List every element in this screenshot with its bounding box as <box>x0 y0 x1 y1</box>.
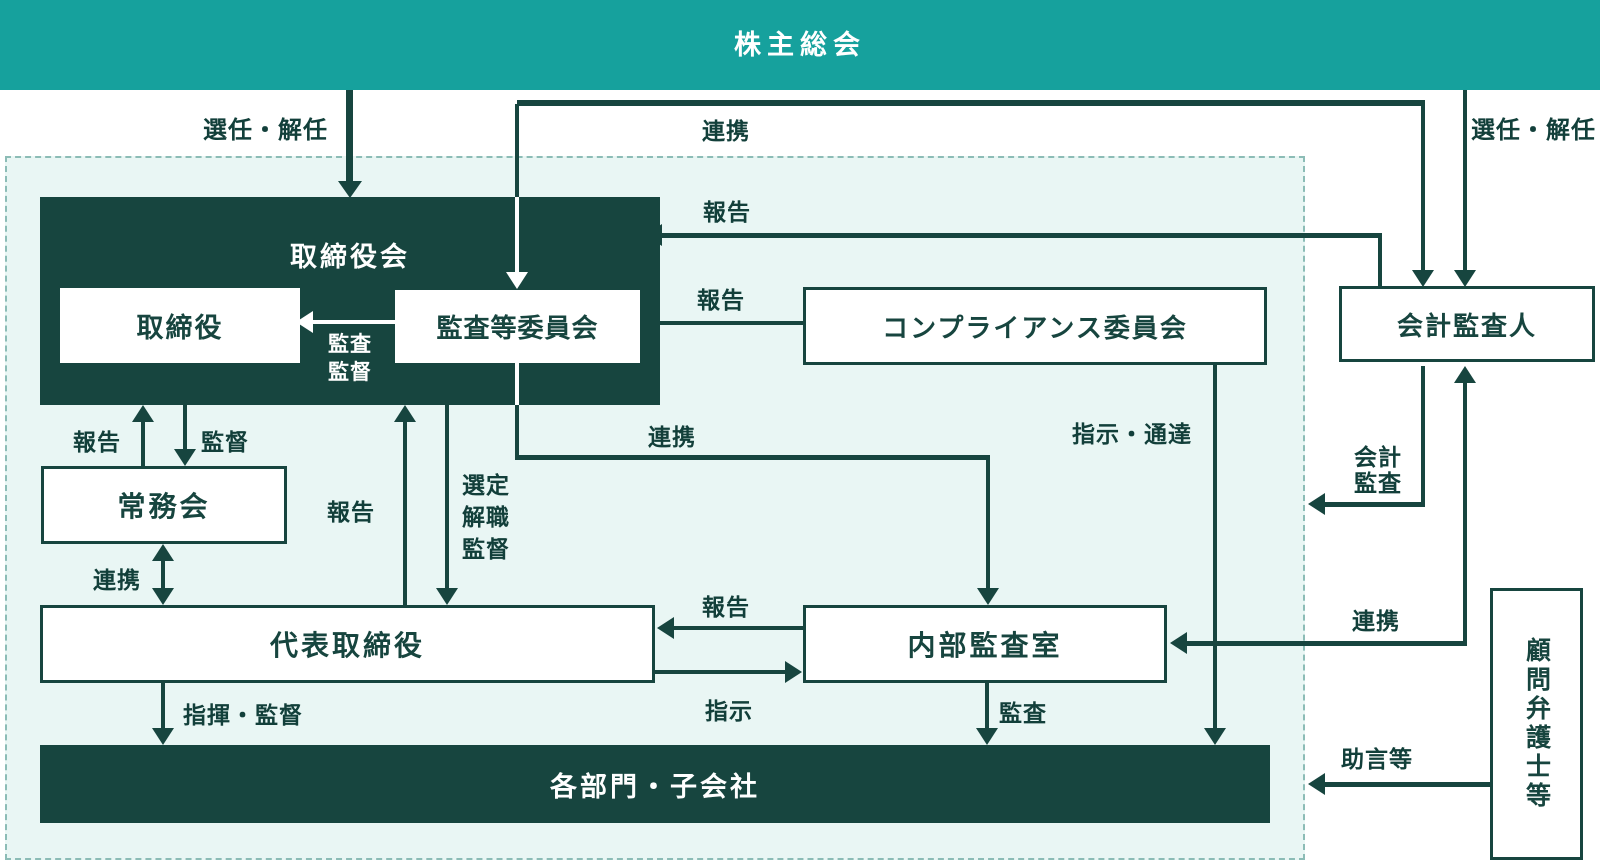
departments-subsidiaries-label: 各部門・子会社 <box>550 771 760 802</box>
arrow-line-cooperation-auditor-vert <box>1463 382 1467 643</box>
node-directors: 取締役 <box>60 288 300 363</box>
node-executive-committee: 常務会 <box>41 466 287 544</box>
shareholders-meeting-title: 株主総会 <box>734 30 866 60</box>
arrowhead-appoint-auditor <box>1454 270 1476 287</box>
arrow-line-cooperation-internal-vert <box>986 460 990 589</box>
arrowhead-cooperation-jomukai-up <box>152 544 174 561</box>
audit-supervise-label-line1: 監査 <box>328 333 372 356</box>
arrow-line-accounting-audit-horiz <box>1324 502 1425 507</box>
arrow-line-cooperation-auditor-horiz <box>1186 641 1467 646</box>
node-departments-subsidiaries: 各部門・子会社 <box>40 745 1270 823</box>
arrow-line-audit-directors <box>312 320 395 324</box>
executive-committee-label: 常務会 <box>117 491 211 522</box>
label-supervise-jomukai: 監督 <box>201 429 249 455</box>
arrow-line-cooperation-top-leftdrop <box>515 104 519 198</box>
audit-committee-label: 監査等委員会 <box>436 313 599 343</box>
arrowhead-cooperation-auditor <box>1412 270 1434 287</box>
arrow-line-supervise-jomukai <box>183 405 187 451</box>
arrowhead-supervise-jomukai <box>174 449 196 466</box>
arrowhead-select-dismiss <box>436 588 458 605</box>
arrow-line-instruct <box>655 670 787 674</box>
label-appoint-dismiss-left: 選任・解任 <box>203 117 328 144</box>
arrow-line-report-daihyo-board <box>403 421 407 605</box>
label-advice: 助言等 <box>1341 746 1413 772</box>
arrowhead-cooperation-audit-committee <box>506 272 528 289</box>
arrowhead-report-daihyo-board <box>394 405 416 422</box>
arrowhead-command-supervise <box>152 728 174 745</box>
arrowhead-advice <box>1308 773 1325 795</box>
arrow-line-report-auditor-board <box>662 233 1382 238</box>
node-compliance-committee: コンプライアンス委員会 <box>803 287 1267 365</box>
label-instruct-daihyo: 指示 <box>705 698 753 724</box>
arrow-line-instruct-notify <box>1213 365 1217 731</box>
corporate-lawyers-label: 顧問弁護士等 <box>1522 637 1551 811</box>
label-accounting-audit-line2: 監査 <box>1354 470 1402 496</box>
label-report-to-board: 報告 <box>703 199 751 225</box>
arrowhead-cooperation-auditor-left <box>1170 632 1187 654</box>
node-representative-director: 代表取締役 <box>40 605 655 683</box>
label-report-jomukai: 報告 <box>73 429 121 455</box>
label-select-dismiss-line2: 解職 <box>462 504 510 530</box>
arrowhead-report-jomukai <box>132 405 154 422</box>
arrow-line-report-compliance <box>658 321 803 325</box>
label-report-daihyo: 報告 <box>702 594 750 620</box>
arrow-line-accounting-audit-vert <box>1421 366 1425 505</box>
arrowhead-appoint-board <box>338 181 362 198</box>
label-instruct-notify: 指示・通達 <box>1072 421 1192 447</box>
arrow-line-cooperation-top-leftdrop-white <box>515 197 519 273</box>
label-report-center: 報告 <box>327 499 375 525</box>
arrowhead-instruct <box>785 661 802 683</box>
internal-audit-office-label: 内部監査室 <box>907 630 1063 661</box>
label-select-dismiss-line1: 選定 <box>462 472 510 498</box>
arrow-line-cooperation-top <box>517 100 1425 106</box>
arrow-line-cooperation-internal-horiz <box>515 455 990 460</box>
arrow-line-cooperation-internal-white <box>515 363 519 405</box>
compliance-committee-label: コンプライアンス委員会 <box>882 312 1188 343</box>
node-accounting-auditor: 会計監査人 <box>1339 286 1595 362</box>
arrow-line-report-internal <box>673 626 803 630</box>
arrow-line-advice <box>1324 782 1490 787</box>
arrowhead-accounting-audit <box>1308 493 1325 515</box>
arrow-line-report-auditor-board-drop <box>1378 236 1382 286</box>
directors-label: 取締役 <box>136 313 224 343</box>
label-accounting-audit-line1: 会計 <box>1354 444 1402 470</box>
arrow-line-command-supervise <box>161 683 165 730</box>
shareholders-meeting-banner: 株主総会 <box>0 0 1600 90</box>
arrowhead-instruct-notify <box>1204 728 1226 745</box>
label-cooperation-top: 連携 <box>702 118 750 144</box>
label-appoint-dismiss-right: 選任・解任 <box>1471 117 1596 144</box>
arrowhead-cooperation-internal <box>977 588 999 605</box>
label-cooperation-auditor: 連携 <box>1352 608 1400 634</box>
label-cooperation-jomukai: 連携 <box>93 567 141 593</box>
audit-supervise-label-line2: 監督 <box>328 361 372 384</box>
arrowhead-cooperation-jomukai-down <box>152 588 174 605</box>
arrowhead-audit-directors <box>296 311 313 333</box>
node-internal-audit-office: 内部監査室 <box>803 605 1167 683</box>
accounting-auditor-label: 会計監査人 <box>1396 310 1537 341</box>
label-select-dismiss-line3: 監督 <box>462 536 510 562</box>
arrow-line-cooperation-top-rightdrop <box>1421 104 1425 272</box>
label-cooperation-internal: 連携 <box>648 424 696 450</box>
board-of-directors-label: 取締役会 <box>290 242 410 272</box>
arrow-line-select-dismiss <box>445 405 449 589</box>
label-command-supervise: 指揮・監督 <box>183 702 303 728</box>
representative-director-label: 代表取締役 <box>269 630 425 661</box>
label-report-to-audit-committee: 報告 <box>697 287 745 313</box>
arrow-line-audit-depts <box>985 683 989 730</box>
arrow-line-appoint-auditor <box>1463 90 1467 272</box>
arrow-line-cooperation-internal-drop <box>515 405 519 457</box>
arrowhead-cooperation-auditor-up <box>1454 366 1476 383</box>
arrow-line-report-jomukai <box>141 421 145 466</box>
arrowhead-audit-depts <box>976 728 998 745</box>
node-audit-committee: 監査等委員会 <box>395 290 640 363</box>
arrow-line-cooperation-jomukai <box>161 559 165 591</box>
label-audit-internal: 監査 <box>999 700 1047 726</box>
node-corporate-lawyers: 顧問弁護士等 <box>1490 588 1583 860</box>
arrowhead-report-internal <box>657 617 674 639</box>
arrow-line-appoint-board <box>346 90 353 183</box>
